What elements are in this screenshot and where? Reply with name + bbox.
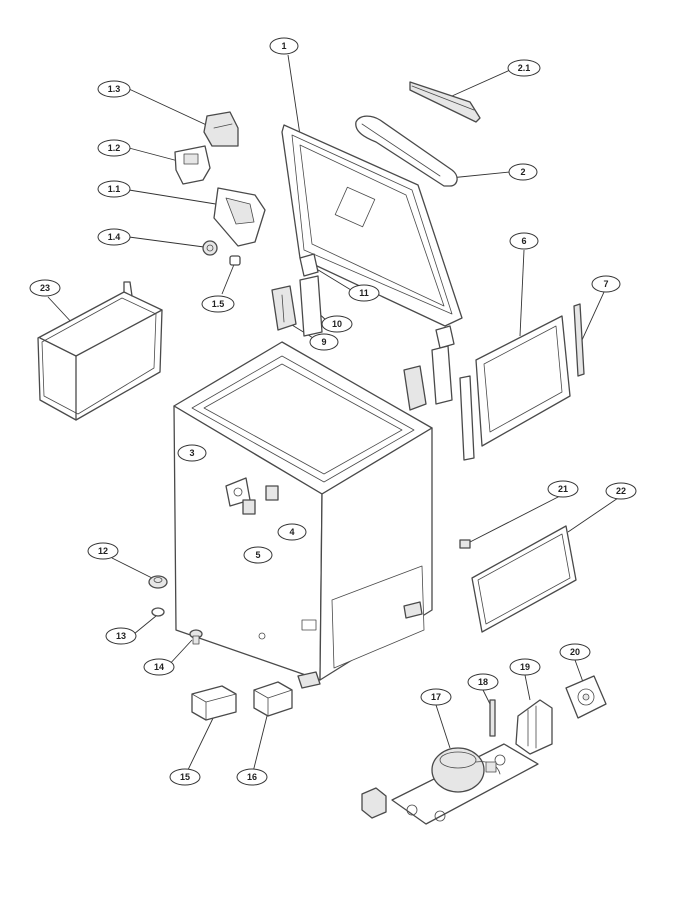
part-back-panel — [475, 315, 571, 447]
svg-text:1.5: 1.5 — [212, 299, 225, 309]
part-hinge-left — [271, 253, 323, 337]
part-lamp — [229, 255, 241, 266]
part-lid-handle — [355, 115, 458, 187]
callout-2: 2 — [508, 163, 538, 181]
svg-text:10: 10 — [332, 319, 342, 329]
callout-21: 21 — [547, 480, 579, 498]
part-connector — [459, 539, 471, 549]
callout-4: 4 — [277, 523, 307, 541]
callout-14: 14 — [143, 658, 175, 676]
svg-text:1: 1 — [281, 41, 286, 51]
callout-1-1: 1.1 — [97, 180, 131, 198]
svg-text:5: 5 — [255, 550, 260, 560]
callout-23: 23 — [29, 279, 61, 297]
svg-text:4: 4 — [289, 527, 294, 537]
svg-text:11: 11 — [359, 288, 369, 298]
svg-text:22: 22 — [616, 486, 626, 496]
callout-5: 5 — [243, 546, 273, 564]
callout-15: 15 — [169, 768, 201, 786]
svg-text:14: 14 — [154, 662, 164, 672]
svg-text:18: 18 — [478, 677, 488, 687]
callout-3: 3 — [177, 444, 207, 462]
svg-text:19: 19 — [520, 662, 530, 672]
part-freezer-cabinet — [173, 341, 433, 689]
part-drier-rod — [489, 699, 496, 737]
svg-text:2: 2 — [520, 167, 525, 177]
svg-text:20: 20 — [570, 647, 580, 657]
callout-17: 17 — [420, 688, 452, 706]
part-control-cover — [213, 187, 266, 247]
callout-10: 10 — [321, 315, 353, 333]
part-lid — [281, 124, 463, 327]
callout-2-1: 2.1 — [507, 59, 541, 77]
part-basket — [37, 281, 163, 421]
callout-1: 1 — [269, 37, 299, 55]
svg-text:21: 21 — [558, 484, 568, 494]
svg-text:3: 3 — [189, 448, 194, 458]
part-switch — [265, 485, 279, 501]
callout-6: 6 — [509, 232, 539, 250]
part-compressor-assembly — [361, 743, 539, 825]
part-hinge-bracket — [174, 145, 211, 185]
part-condenser-grille — [471, 525, 577, 633]
callout-1-5: 1.5 — [201, 295, 235, 313]
svg-text:16: 16 — [247, 772, 257, 782]
svg-text:6: 6 — [521, 236, 526, 246]
svg-text:1.2: 1.2 — [108, 143, 121, 153]
svg-text:13: 13 — [116, 631, 126, 641]
part-relay-box — [253, 681, 293, 717]
callout-1-3: 1.3 — [97, 80, 131, 98]
callout-13: 13 — [105, 627, 137, 645]
callout-11: 11 — [348, 284, 380, 302]
callout-16: 16 — [236, 768, 268, 786]
callout-7: 7 — [591, 275, 621, 293]
part-screw — [189, 629, 203, 645]
svg-text:1.4: 1.4 — [108, 232, 121, 242]
svg-text:1.1: 1.1 — [108, 184, 121, 194]
callout-12: 12 — [87, 542, 119, 560]
callout-22: 22 — [605, 482, 637, 500]
svg-text:2.1: 2.1 — [518, 63, 531, 73]
part-thermostat-knob — [202, 240, 218, 256]
svg-text:17: 17 — [431, 692, 441, 702]
part-bracket — [515, 699, 553, 755]
part-side-strip — [573, 303, 585, 377]
part-module — [242, 499, 256, 515]
part-washer — [151, 607, 165, 617]
callout-18: 18 — [467, 673, 499, 691]
callout-19: 19 — [509, 658, 541, 676]
svg-text:12: 12 — [98, 546, 108, 556]
svg-text:15: 15 — [180, 772, 190, 782]
part-handle-bar — [409, 81, 481, 123]
part-fan — [565, 675, 607, 719]
callout-1-2: 1.2 — [97, 139, 131, 157]
callout-20: 20 — [559, 643, 591, 661]
part-control-box — [191, 685, 237, 721]
svg-text:9: 9 — [321, 337, 326, 347]
part-hinge-cover-small — [203, 111, 239, 147]
svg-text:23: 23 — [40, 283, 50, 293]
callout-9: 9 — [309, 333, 339, 351]
callout-1-4: 1.4 — [97, 228, 131, 246]
part-foot — [148, 575, 168, 589]
svg-text:7: 7 — [603, 279, 608, 289]
svg-text:1.3: 1.3 — [108, 84, 121, 94]
part-hinge-right — [403, 325, 475, 461]
